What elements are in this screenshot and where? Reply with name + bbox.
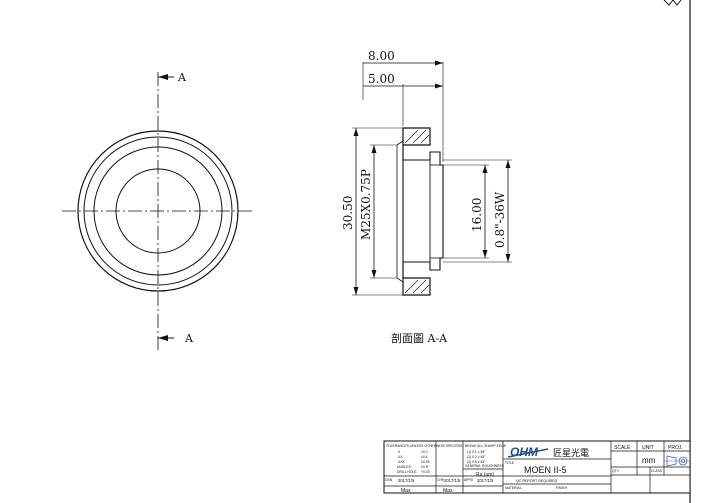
tb-tol-row-5: DRILL HOLE	[397, 470, 417, 474]
flange-top	[402, 127, 431, 146]
tb-scale-label: SCALE	[614, 445, 631, 451]
section-caption: 剖面圖 A-A	[391, 331, 448, 345]
tb-apr-label: APPD	[464, 478, 474, 482]
tb-max-2: Max	[443, 488, 453, 494]
dim-inner-thread: 0.8"-36W	[493, 191, 507, 248]
flange-top-hatch-1	[404, 129, 419, 144]
tb-dsn-date: 2017/1/5	[398, 478, 415, 483]
tb-tol-value-4: ±0.5°	[421, 465, 430, 469]
tb-tol-value-3: ±0.05	[421, 460, 430, 464]
dim-arrow-bore-top	[482, 165, 488, 173]
chamfer-top	[396, 140, 404, 146]
tb-edges-header: BREAK ALL SHARP EDGE	[465, 444, 507, 448]
company-logo-swoosh	[507, 448, 549, 458]
tb-tol-value-1: ±0.2	[421, 450, 428, 454]
tb-tol-row-3: .XXX	[397, 460, 405, 464]
title-block: TOLERANCES UNLESS OTHERWISE SPECIFIED .X…	[383, 440, 691, 494]
section-marker-bottom: A	[184, 332, 194, 345]
dim-arrow-od-bottom	[353, 287, 359, 295]
chamfer-bottom	[396, 277, 404, 283]
tb-material-label: MATERIAL	[505, 486, 522, 490]
section-marker-top: A	[177, 71, 187, 84]
tb-edge-row-2: (2) 0.2 x 45°	[467, 455, 486, 459]
part-name: MOEN II-5	[524, 465, 567, 475]
tb-edge-row-3: (3) 0.5 x 45°	[467, 460, 486, 464]
tb-title-label: TITLE	[505, 461, 515, 465]
dim-thread-spec: M25X0.75P	[359, 169, 373, 240]
tb-unit-label: UNIT	[642, 445, 654, 451]
dim-flange-width: 5.00	[368, 72, 395, 86]
tb-chk-label: CHK	[437, 478, 445, 482]
flange-bottom-hatch-1	[404, 279, 419, 294]
dim-arrow-od-top	[353, 128, 359, 136]
tb-chk-date: 2017/1/5	[444, 478, 461, 483]
section-view: 8.00 5.00 30.50 M25X0.75P 16.00 0.8"-36W…	[341, 49, 512, 345]
front-view: A A	[62, 71, 254, 352]
tb-tol-row-1: .X	[397, 450, 401, 454]
flange-bottom	[402, 277, 431, 296]
dim-arrow-inner-thread-bottom	[505, 254, 511, 262]
dim-arrow-flange	[435, 83, 443, 89]
tb-proj-label: PROJ.	[668, 445, 683, 451]
tb-qc-note: QC REPORT REQUIRED	[516, 479, 558, 483]
tb-tolerances-header: TOLERANCES UNLESS OTHERWISE SPECIFIED	[386, 444, 464, 448]
dim-arrow-inner-thread-top	[505, 160, 511, 168]
tb-tol-row-2: .XX	[397, 455, 403, 459]
dim-arrow-thread-top	[371, 145, 377, 153]
flange-top-hatch-3	[420, 134, 430, 144]
corner-mark	[663, 0, 682, 6]
dim-arrow-bore-bottom	[482, 250, 488, 258]
tb-edge-row-1: (1) 0.1 x 45°	[467, 450, 486, 454]
tb-tol-row-4: ANGLES	[397, 465, 411, 469]
tb-tol-value-2: ±0.1	[421, 455, 428, 459]
tb-ra: Ra (um)	[476, 472, 494, 478]
tb-tol-value-5: +0.05	[421, 470, 430, 474]
section-arrow-bottom-head	[158, 335, 168, 341]
flange-top-hatch-2	[412, 129, 427, 144]
projection-cone	[666, 455, 677, 467]
body-outline-bottom	[402, 257, 443, 278]
tb-class-label: CLASS	[651, 469, 663, 473]
tb-apr-date: 2017/1/5	[477, 478, 494, 483]
company-name: 匠星光電	[553, 447, 589, 458]
body-outline-top	[402, 145, 443, 166]
tb-max-1: Max	[401, 488, 411, 494]
dim-outer-diameter: 30.50	[341, 196, 355, 230]
projection-symbol-icon	[664, 455, 690, 467]
tb-roughness-label: GENERAL ROUGHNESS	[465, 464, 505, 468]
flange-bottom-hatch-2	[412, 279, 427, 294]
tb-qty-label: QTY	[612, 469, 620, 473]
dim-arrow-overall	[435, 60, 443, 66]
tb-finish-label: FINISH	[556, 486, 568, 490]
dim-overall-width: 8.00	[368, 49, 395, 63]
dim-arrow-thread-bottom	[371, 270, 377, 278]
dim-bore-diameter: 16.00	[470, 198, 484, 232]
flange-bottom-hatch-3	[420, 284, 430, 294]
tb-unit-value: mm	[642, 456, 656, 465]
section-arrow-top-head	[158, 74, 168, 80]
tb-dsn-label: DSN	[385, 478, 393, 482]
